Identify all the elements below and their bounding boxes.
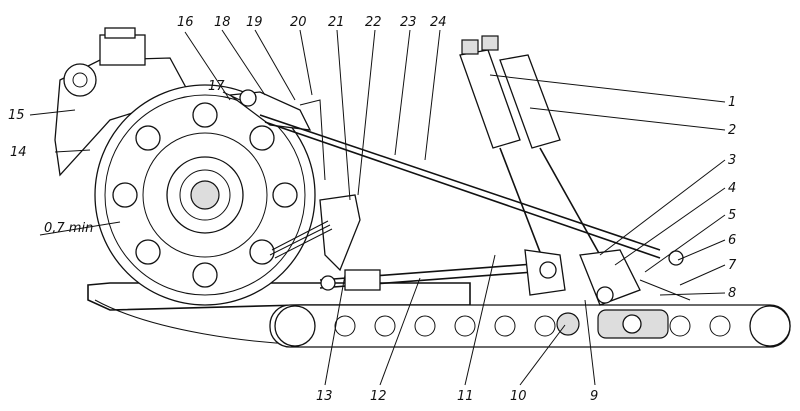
drive-rods [259,99,661,259]
label-19: 19 [246,15,263,30]
label-10: 10 [510,389,527,404]
label-14: 14 [10,145,27,160]
label-17: 17 [208,79,225,94]
tension-lever [228,89,361,272]
label-2: 2 [728,123,736,138]
label-12: 12 [370,389,387,404]
engine-body [54,27,191,177]
label-9: 9 [590,389,598,404]
linkage-assembly [524,249,691,306]
label-4: 4 [728,181,736,196]
label-1: 1 [728,95,736,110]
label-23: 23 [400,15,417,30]
flywheel [94,84,316,306]
leader-lines [29,29,726,386]
label-13: 13 [316,389,333,404]
label-24: 24 [430,15,447,30]
label-5: 5 [728,208,736,223]
number-labels: 1 2 3 4 5 6 7 8 9 10 11 12 13 14 15 16 1… [8,15,737,404]
label-11: 11 [457,389,474,404]
tie-rod [319,261,561,291]
label-21: 21 [328,15,345,30]
label-18: 18 [214,15,231,30]
label-7: 7 [728,258,737,273]
dimension-annotation: 0,7 min [39,221,121,236]
label-16: 16 [177,15,194,30]
label-3: 3 [728,153,736,168]
label-20: 20 [290,15,307,30]
label-15: 15 [8,108,25,123]
label-22: 22 [365,15,382,30]
label-6: 6 [728,233,736,248]
track-carrier [269,304,791,348]
label-8: 8 [728,286,736,301]
dimension-text: 0,7 min [44,221,93,236]
